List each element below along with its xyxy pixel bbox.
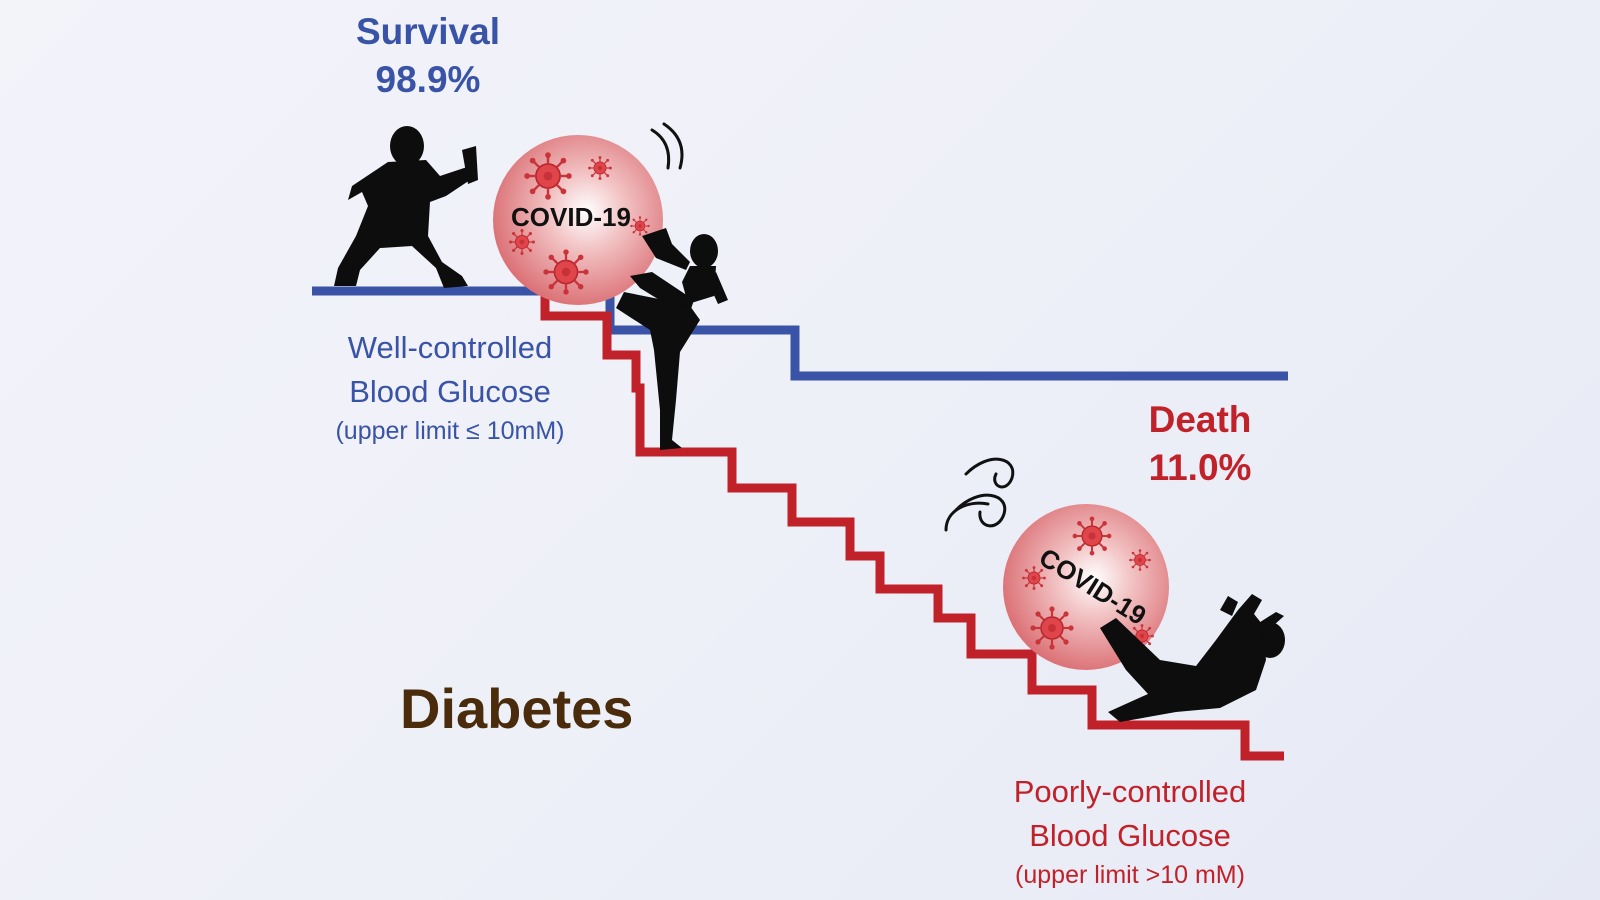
poorly-controlled-staircase [540,291,1284,761]
well-controlled-label: Well-controlled Blood Glucose (upper lim… [300,326,600,448]
fighter-silhouette-fallen [1100,594,1285,722]
survival-value: 98.9% [375,59,481,100]
virus-icon [1128,548,1152,572]
poorly-controlled-limit: (upper limit >10 mM) [1015,861,1245,889]
poorly-controlled-label: Poorly-controlled Blood Glucose (upper l… [960,770,1300,892]
virus-icon [523,151,573,201]
virus-icon [1029,605,1075,651]
virus-icon [508,228,536,256]
virus-icon [542,248,590,296]
death-value: 11.0% [1148,447,1252,488]
virus-icon [1071,515,1113,557]
covid-label-top: COVID-19 [511,202,631,232]
covid-sphere-bottom: COVID-19 [1003,504,1169,670]
virus-icon [629,215,651,237]
covid-sphere-top: COVID-19 [493,135,663,305]
well-controlled-limit: (upper limit ≤ 10mM) [335,417,565,445]
fighter-silhouette-kicker [616,228,728,450]
survival-label: Survival [356,11,500,52]
poorly-controlled-line2: Blood Glucose [1029,818,1231,853]
fighter-silhouette-defender [334,126,478,288]
wind-swirl-icon [944,457,1015,532]
death-label: Death [1148,399,1252,440]
well-controlled-line2: Blood Glucose [349,374,551,409]
motion-lines-icon [650,122,684,170]
poorly-controlled-line1: Poorly-controlled [1013,774,1247,809]
well-controlled-line1: Well-controlled [347,330,553,365]
death-outcome: Death 11.0% [1100,396,1300,492]
diabetes-title: Diabetes [400,677,634,740]
virus-icon [587,155,613,181]
survival-outcome: Survival 98.9% [318,8,538,104]
